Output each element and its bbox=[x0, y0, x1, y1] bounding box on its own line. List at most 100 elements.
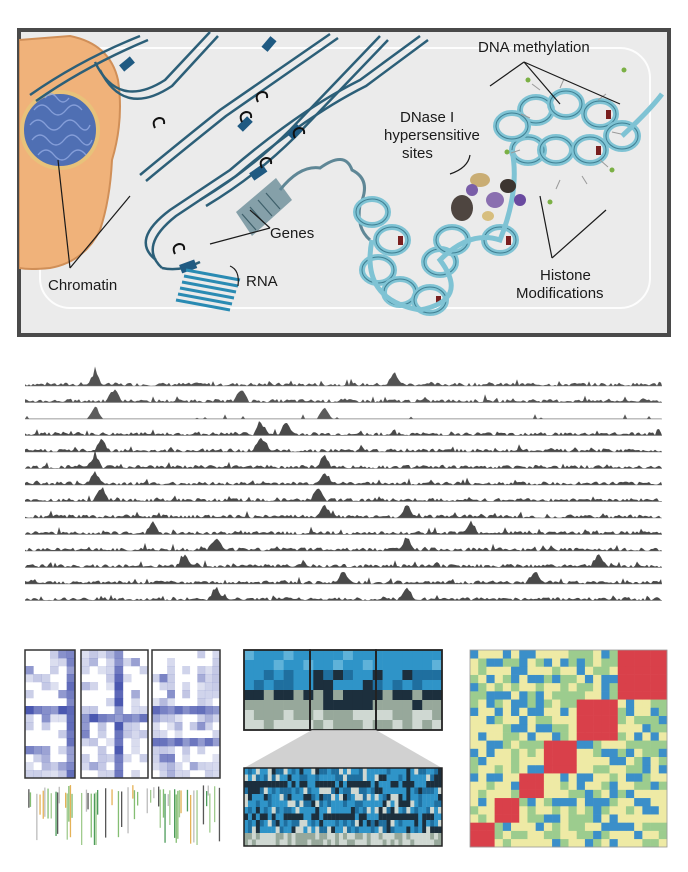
correlation-cell bbox=[593, 723, 602, 733]
matrix-cell bbox=[167, 666, 175, 675]
zoom-cell bbox=[350, 813, 356, 821]
correlation-cell bbox=[584, 740, 594, 749]
correlation-cell bbox=[543, 748, 553, 758]
matrix-cell bbox=[25, 690, 34, 699]
zoom-cell bbox=[414, 800, 419, 808]
correlation-cell bbox=[519, 674, 528, 684]
zoom-cell bbox=[366, 826, 371, 834]
matrix-cell bbox=[106, 658, 115, 667]
zoom-wedge bbox=[244, 730, 442, 768]
zoom-cell bbox=[402, 820, 407, 827]
matrix-cell bbox=[159, 770, 168, 779]
matrix-cell bbox=[25, 746, 34, 755]
correlation-cell bbox=[511, 707, 520, 716]
zoom-cell bbox=[398, 787, 403, 795]
correlation-cell bbox=[601, 674, 610, 684]
correlation-cell bbox=[552, 699, 561, 708]
annotation-bar bbox=[207, 785, 209, 796]
matrix-cell bbox=[50, 666, 59, 675]
correlation-cell bbox=[634, 830, 643, 840]
zoom-cell bbox=[438, 807, 443, 814]
correlation-cell bbox=[519, 756, 528, 766]
zoom-cell bbox=[255, 768, 261, 775]
zoom-cell bbox=[434, 794, 439, 801]
signal-track bbox=[25, 366, 662, 386]
heatmap-cell bbox=[273, 680, 284, 691]
correlation-cell bbox=[601, 666, 610, 675]
correlation-cell bbox=[494, 789, 504, 799]
dnase-site-proteins bbox=[451, 173, 526, 221]
zoom-cell bbox=[331, 800, 336, 808]
correlation-cell bbox=[552, 691, 561, 700]
correlation-cell bbox=[593, 797, 602, 807]
correlation-cell bbox=[552, 740, 561, 749]
correlation-cell bbox=[470, 658, 479, 667]
correlation-heatmap bbox=[469, 649, 668, 848]
heatmap-cell bbox=[343, 700, 354, 711]
zoom-cell bbox=[438, 781, 443, 788]
matrix-cell bbox=[66, 650, 76, 659]
correlation-cell bbox=[593, 764, 602, 774]
correlation-cell bbox=[609, 682, 619, 692]
correlation-cell bbox=[609, 650, 619, 659]
correlation-cell bbox=[609, 707, 619, 716]
zoom-cell bbox=[374, 839, 379, 847]
heatmap-cell bbox=[253, 650, 265, 661]
correlation-cell bbox=[470, 773, 479, 782]
matrix-cell bbox=[122, 674, 132, 683]
correlation-cell bbox=[560, 822, 569, 831]
zoom-cell bbox=[283, 820, 288, 827]
matrix-cell bbox=[167, 722, 175, 731]
zoom-cell bbox=[418, 813, 423, 821]
annotation-bar bbox=[93, 793, 96, 845]
heatmap-cell bbox=[323, 700, 334, 711]
zoom-cell bbox=[438, 813, 443, 821]
heatmap-cell bbox=[402, 720, 413, 731]
correlation-cell bbox=[543, 732, 553, 741]
correlation-cell bbox=[650, 764, 660, 774]
zoom-cell bbox=[255, 800, 261, 808]
matrix-cell bbox=[66, 674, 76, 683]
correlation-cell bbox=[502, 699, 512, 708]
correlation-cell bbox=[642, 732, 651, 741]
matrix-cell bbox=[159, 762, 168, 771]
correlation-cell bbox=[511, 666, 520, 675]
zoom-cell bbox=[287, 800, 292, 808]
correlation-cell bbox=[593, 691, 602, 700]
heatmap-cell bbox=[362, 650, 373, 661]
correlation-cell bbox=[609, 838, 619, 848]
correlation-cell bbox=[494, 682, 504, 692]
matrix-cell bbox=[81, 730, 90, 739]
zoom-cell bbox=[422, 826, 427, 834]
correlation-cell bbox=[658, 666, 668, 675]
correlation-cell bbox=[470, 838, 479, 848]
zoom-cell bbox=[315, 774, 320, 782]
heatmap-cell bbox=[313, 660, 324, 671]
zoom-cell bbox=[370, 820, 375, 827]
zoom-cell bbox=[378, 781, 383, 788]
heatmap-cell bbox=[313, 700, 324, 711]
correlation-cell bbox=[470, 691, 479, 700]
zoom-cell bbox=[271, 833, 276, 840]
heatmap-cell bbox=[263, 720, 274, 731]
correlation-cell bbox=[625, 682, 635, 692]
zoom-cell bbox=[271, 774, 276, 782]
zoom-cell bbox=[251, 833, 257, 840]
zoom-cell bbox=[271, 839, 276, 847]
correlation-cell bbox=[527, 691, 536, 700]
zoom-cell bbox=[311, 794, 316, 801]
correlation-cell bbox=[625, 781, 635, 790]
correlation-cell bbox=[535, 666, 545, 675]
correlation-cell bbox=[543, 764, 553, 774]
zoom-cell bbox=[244, 787, 249, 795]
zoom-cell bbox=[410, 800, 415, 808]
zoom-cell bbox=[339, 813, 344, 821]
correlation-cell bbox=[535, 682, 545, 692]
annotation-bar bbox=[132, 785, 134, 799]
correlation-cell bbox=[625, 666, 635, 675]
correlation-cell bbox=[617, 789, 627, 799]
zoom-cell bbox=[354, 794, 360, 801]
zoom-cell bbox=[406, 839, 411, 847]
matrix-cell bbox=[41, 762, 51, 771]
heatmap-cell bbox=[343, 690, 354, 701]
